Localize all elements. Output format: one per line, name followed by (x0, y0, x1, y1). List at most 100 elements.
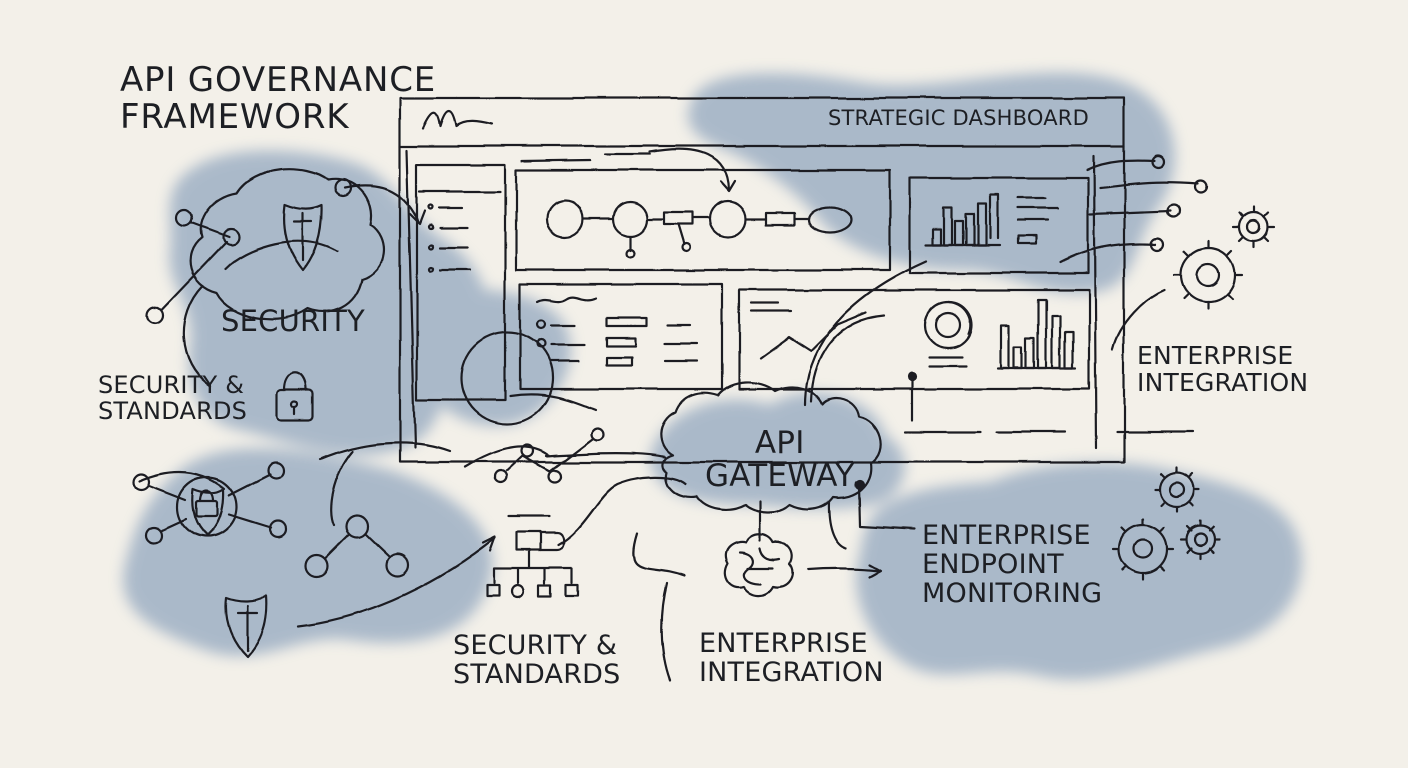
enterprise-endpoint-line-1: ENTERPRISE (922, 520, 1091, 551)
analytics-trend-line (758, 310, 869, 360)
org-chart-node-4 (564, 583, 580, 598)
connector-arrowhead-dashboard (408, 209, 427, 226)
dashboard-panel-flow (514, 148, 892, 272)
nav-dot-3 (427, 243, 435, 251)
flow-process-2 (764, 211, 796, 227)
gear-bottom-3-inner (1192, 532, 1208, 548)
dashboard-panel-analytics (737, 288, 1196, 434)
flow-arrow-head (719, 179, 737, 193)
flow-panel-tab-1 (520, 158, 592, 163)
analytics-bar-2 (1012, 345, 1024, 370)
dashboard-panel-bars-top (908, 176, 1090, 275)
gear-bottom-3-teeth (1179, 519, 1221, 561)
top-bar-2 (942, 206, 954, 247)
connector-right-gears (1098, 181, 1200, 190)
gear-bottom-2-inner (1132, 538, 1154, 560)
connector-left-wave (463, 446, 551, 469)
dashboard-signature-mark (421, 109, 494, 130)
analytics-bar-5 (1050, 314, 1062, 370)
left-network-node-3 (266, 460, 286, 480)
page-title: API GOVERNANCE FRAMEWORK (120, 62, 436, 135)
left-network-node-4 (268, 519, 288, 539)
connector-monitoring-arrowhead (867, 563, 882, 579)
wash-top-right (688, 72, 1175, 294)
api-gateway-label: API GATEWAY (705, 425, 855, 495)
page-title-line-1: API GOVERNANCE (120, 60, 437, 100)
wash-center-cloud (650, 392, 905, 509)
trend-node-2 (520, 443, 536, 459)
security-standards-left-line-1: SECURITY & (98, 371, 245, 399)
donut-chart-segment (946, 300, 971, 336)
top-stat-box (1016, 234, 1038, 246)
enterprise-integration-right-line-1: ENTERPRISE (1137, 341, 1294, 370)
flow-node-3 (708, 199, 748, 239)
org-chart-structure (492, 548, 574, 585)
org-chart-top (514, 530, 542, 552)
page-title-line-2: FRAMEWORK (120, 96, 350, 137)
flow-branch-node-1 (624, 247, 636, 259)
top-bar-5 (976, 202, 988, 247)
network-node-right-4 (1149, 236, 1165, 252)
gear-top-small-teeth (1232, 205, 1276, 249)
gear-bottom-1-inner (1168, 481, 1186, 499)
watercolor-wash-group (123, 72, 1302, 680)
enterprise-integration-bottom-line-1: ENTERPRISE (699, 628, 868, 659)
flow-node-1 (545, 199, 585, 239)
top-bar-3 (953, 219, 965, 247)
connector-gateway-left (545, 452, 667, 459)
security-cloud-outline (189, 167, 385, 321)
left-nav-panel (415, 163, 507, 402)
dashboard-outline (398, 96, 1126, 464)
security-standards-bottom-line-2: STANDARDS (453, 659, 621, 691)
network-node-lower-left (145, 305, 165, 325)
flow-process-1 (662, 210, 694, 226)
gear-top-large-teeth (1172, 239, 1244, 311)
middle-left-panel (518, 282, 724, 391)
enterprise-endpoint-line-3: MONITORING (922, 578, 1103, 610)
security-standards-bottom-line-1: SECURITY & (453, 630, 618, 661)
api-gateway-line-2: GATEWAY (705, 458, 855, 495)
top-bar-4 (964, 212, 976, 247)
connector-endpoint-link (857, 482, 917, 531)
lock-badge-shackle (198, 489, 215, 503)
gateway-cloud-outline (660, 381, 882, 514)
brain-cloud-icon (724, 532, 794, 597)
connector-bottom-left (296, 536, 497, 628)
security-label: SECURITY (221, 304, 365, 338)
wash-center-left-circle (415, 289, 571, 426)
nav-dot-4 (427, 265, 435, 273)
top-right-panel (908, 176, 1090, 275)
org-chart-node-1 (485, 583, 501, 598)
left-security-network (131, 167, 555, 658)
left-network-node-7 (385, 552, 411, 578)
left-network-link-6 (364, 532, 392, 559)
enterprise-integration-label-bottom: ENTERPRISE INTEGRATION (699, 629, 884, 687)
org-chart-node-3 (537, 583, 553, 598)
lock-badge-body (194, 499, 219, 519)
network-node-middle-left (221, 227, 241, 247)
enterprise-integration-label-right: ENTERPRISE INTEGRATION (1137, 342, 1308, 396)
wash-left-security (169, 150, 488, 455)
list-dot-1 (535, 318, 547, 330)
dashboard-window-line-a (405, 148, 417, 450)
left-network-node-2 (144, 525, 164, 545)
dashboard-panel-left-nav (415, 163, 507, 402)
connector-arrowhead-bottom-left (481, 535, 497, 553)
connector-bottom-loop (660, 581, 672, 682)
flow-branch-node-2 (680, 241, 692, 253)
brain-cloud-inner (738, 546, 781, 586)
lock-icon-shackle (282, 371, 308, 392)
connector-dashboard-to-gateway (809, 313, 887, 403)
connector-curve-left-bottom (330, 449, 355, 527)
flow-branch-2 (676, 222, 686, 246)
gateway-endpoint-dot (854, 478, 866, 490)
gear-top-large-inner (1195, 262, 1221, 288)
top-bar-1 (931, 227, 943, 247)
dashboard-window-line-b (1092, 154, 1098, 450)
trend-line (505, 437, 594, 473)
network-node-right-1 (1150, 154, 1166, 170)
center-network-icons (485, 381, 882, 599)
api-gateway-line-1: API (754, 425, 805, 461)
security-shield-inner (292, 212, 314, 263)
